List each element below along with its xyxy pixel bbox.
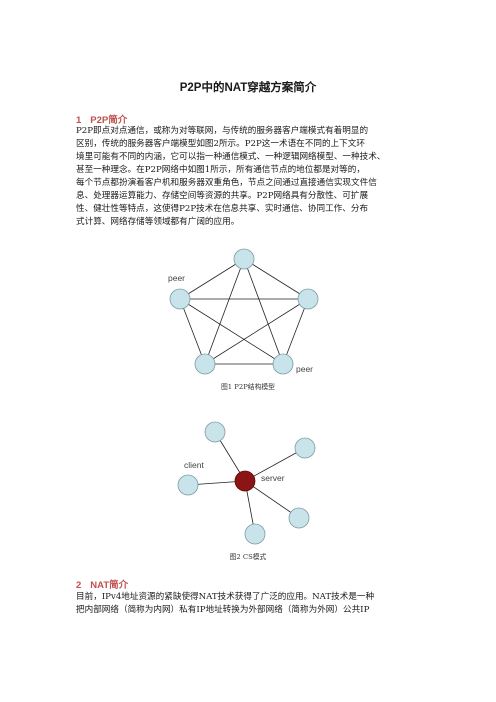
peer-node-left [169,288,191,310]
peer-label-right: peer [296,364,313,374]
text-line: 每个节点都扮演着客户机和服务器双重角色，节点之间通过直接通信实现文件信 [76,178,377,188]
client-label: client [184,460,204,470]
figure2-caption: 图2 CS模式 [229,553,267,561]
text-line: 境里可能有不同的内涵，它可以指一种通信模式、一种逻辑网络模型、一种技术、 [76,152,386,162]
section-title: NAT简介 [90,580,129,591]
peer-label-left: peer [168,273,185,283]
text-line: P2P即点对点通信，或称为对等联网，与传统的服务器客户端模式有着明显的 [76,126,369,136]
text-line: 区别，传统的服务器客户端模型如图2所示。P2P这一术语在不同的上下文环 [76,139,365,149]
peer-node-bottom-right [272,353,294,375]
peer-node-top [233,248,255,270]
section-title: P2P简介 [90,115,128,126]
text-line: 把内部网络（简称为内网）私有IP地址转换为外部网络（简称为外网）公共IP [76,605,370,615]
peer-node-right [297,288,319,310]
client-node-bottom [244,523,266,545]
peer-node-bottom-left [194,353,216,375]
figure1-caption: 图1 P2P结构模型 [221,383,275,391]
client-node-top [204,421,226,443]
text-line: 息、处理器运算能力、存储空间等资源的共享。P2P网络具有分散性、可扩展 [76,191,369,201]
text-line: 式计算、网络存储等领域都有广阔的应用。 [76,217,240,227]
client-node-upper-right [294,437,316,459]
client-node-left [177,474,199,496]
section-heading-p2p: 1 P2P简介 [76,112,127,126]
server-node [234,470,256,492]
text-line: 性、健壮性等特点，这使得P2P技术在信息共享、实时通信、协同工作、分布 [76,204,369,214]
section-heading-nat: 2 NAT简介 [76,577,128,591]
client-node-lower-right [288,507,310,529]
p2p-links [179,258,309,365]
text-line: 目前，IPv4地址资源的紧缺使得NAT技术获得了广泛的应用。NAT技术是一种 [76,592,375,602]
p2p-structure-diagram: peer peer [168,248,319,375]
paragraph-p2p-intro: P2P即点对点通信，或称为对等联网，与传统的服务器客户端模式有着明显的 区别，传… [76,125,424,229]
server-label: server [261,473,285,483]
section-number: 1 [76,115,82,126]
paragraph-nat-intro: 目前，IPv4地址资源的紧缺使得NAT技术获得了广泛的应用。NAT技术是一种 把… [76,591,424,617]
text-line: 甚至一种理念。在P2P网络中如图1所示，所有通信节点的地位都是对等的， [76,165,365,175]
section-number: 2 [76,580,82,591]
cs-model-diagram: client server [177,421,316,545]
page-title: P2P中的NAT穿越方案简介 [179,82,317,94]
